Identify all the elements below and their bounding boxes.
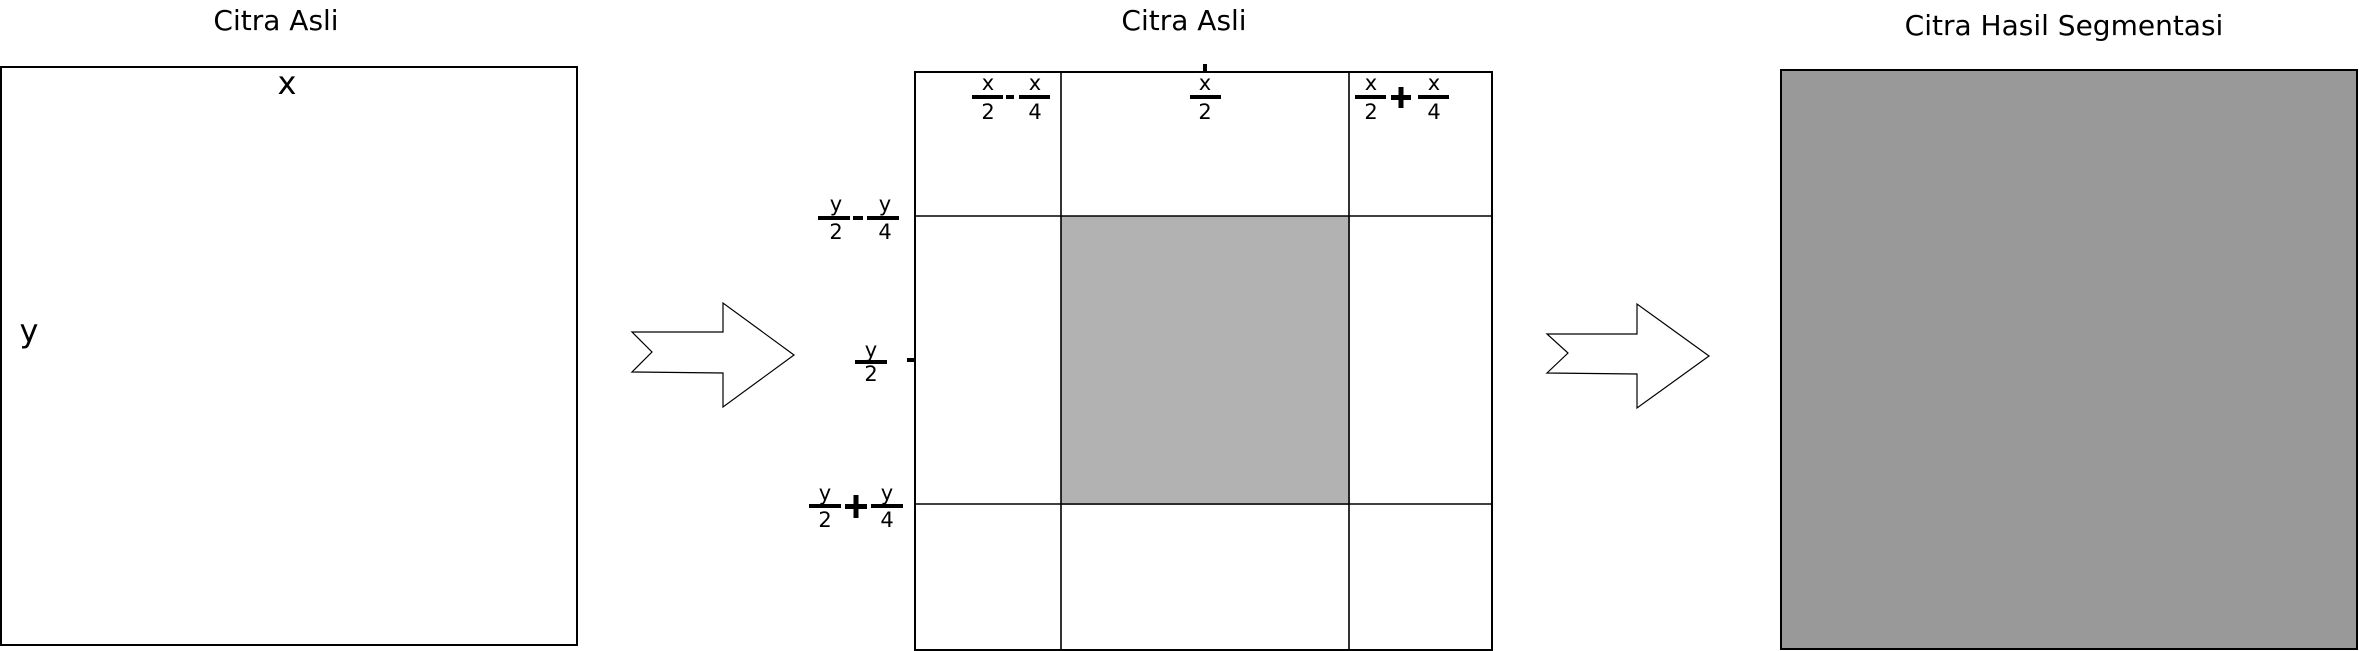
process-arrow-2: [1545, 302, 1711, 410]
svg-text:x: x: [1365, 71, 1377, 95]
roi-region: [1061, 216, 1350, 505]
label-x-half-plus-x-quarter: x 2 x 4: [1355, 71, 1449, 124]
svg-text:2: 2: [1364, 100, 1377, 124]
middle-panel-title: Citra Asli: [1121, 4, 1246, 37]
svg-text:y: y: [830, 192, 842, 216]
label-x-half: x 2: [1190, 71, 1221, 124]
svg-text:x: x: [982, 71, 994, 95]
svg-text:y: y: [865, 338, 877, 362]
svg-text:x: x: [1199, 71, 1211, 95]
svg-text:y: y: [819, 481, 831, 505]
svg-text:y: y: [879, 192, 891, 216]
svg-text:4: 4: [1427, 100, 1440, 124]
svg-text:y: y: [881, 481, 893, 505]
svg-text:4: 4: [878, 220, 891, 244]
label-y-half-plus-y-quarter: y 2 y 4: [809, 481, 903, 532]
width-label-x: x: [278, 64, 297, 102]
original-image-frame: [0, 66, 578, 646]
height-label-y: y: [20, 312, 39, 350]
label-y-half-minus-y-quarter: y 2 y 4: [818, 192, 899, 244]
svg-text:4: 4: [880, 508, 893, 532]
svg-text:2: 2: [1198, 100, 1211, 124]
svg-text:2: 2: [981, 100, 994, 124]
segmented-image: [1780, 69, 2358, 650]
right-panel-title: Citra Hasil Segmentasi: [1905, 9, 2224, 42]
svg-text:2: 2: [864, 362, 877, 386]
label-x-half-minus-x-quarter: x 2 x 4: [972, 71, 1050, 124]
svg-text:2: 2: [818, 508, 831, 532]
svg-text:x: x: [1428, 71, 1440, 95]
left-panel-title: Citra Asli: [213, 4, 338, 37]
label-y-half: y 2: [855, 338, 887, 386]
svg-text:x: x: [1029, 71, 1041, 95]
process-arrow-1: [630, 301, 796, 409]
svg-text:2: 2: [829, 220, 842, 244]
svg-text:4: 4: [1028, 100, 1041, 124]
